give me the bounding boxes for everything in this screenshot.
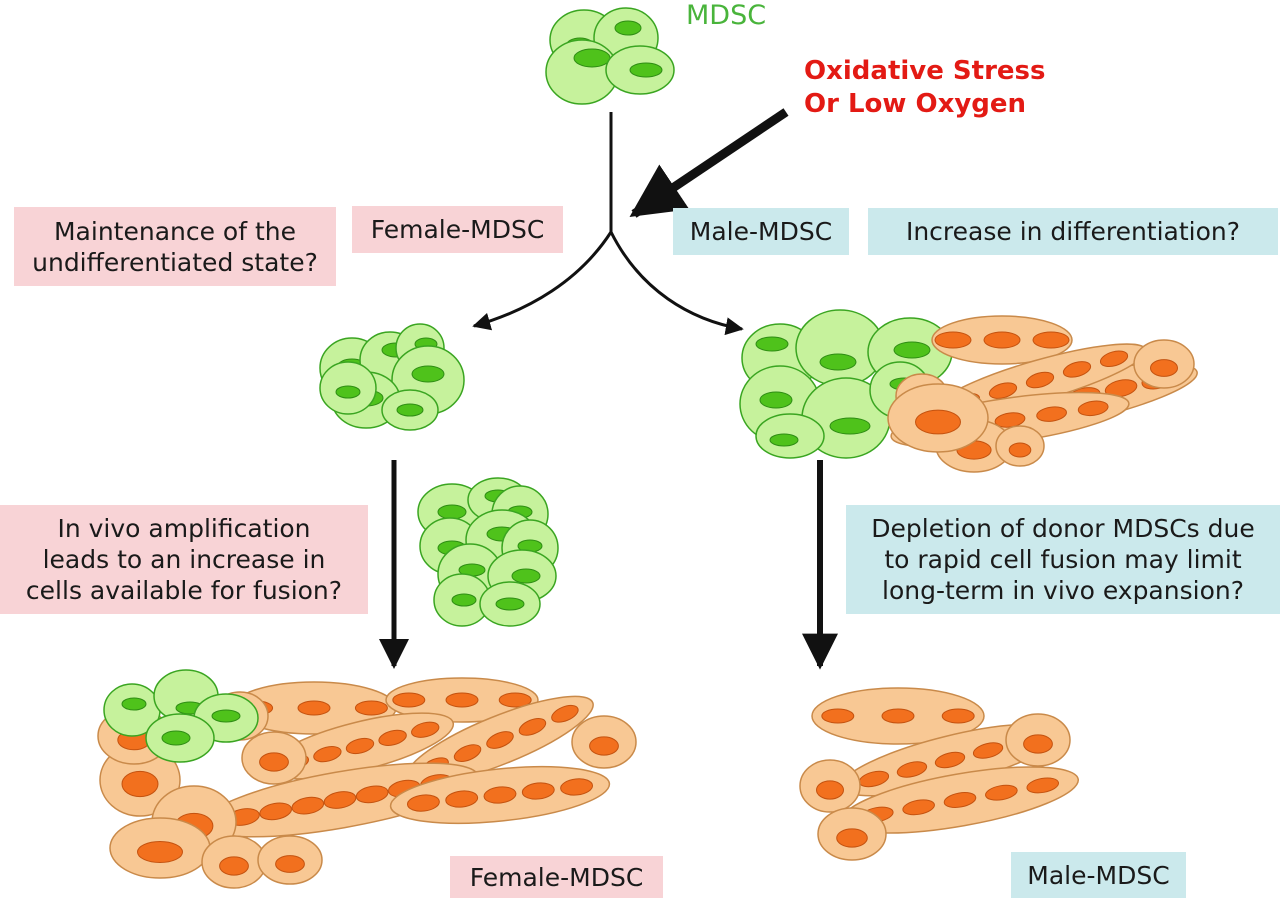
female-branch-arrow xyxy=(472,231,613,331)
amplification-line-2: leads to an increase in xyxy=(42,545,326,574)
amplification-line-3: cells available for fusion? xyxy=(25,576,343,605)
male-muscle-fiber xyxy=(931,315,1073,365)
male-muscle-fiber xyxy=(933,343,1147,417)
female-muscle-fiber xyxy=(201,762,479,838)
male-branch-label: Male-MDSC xyxy=(673,208,849,255)
female-round-cell xyxy=(241,731,307,785)
maintenance-line-2: undifferentiated state? xyxy=(32,247,318,277)
maintenance-question: Maintenance of the undifferentiated stat… xyxy=(14,207,336,286)
male-round-cell xyxy=(995,425,1045,467)
depletion-question: Depletion of donor MDSCs due to rapid ce… xyxy=(846,505,1280,614)
stress-line-1: Oxidative Stress xyxy=(804,56,1046,86)
male-tissue-round-cell xyxy=(1005,713,1071,767)
female-tissue-stem-cell xyxy=(103,683,161,737)
female-round-cell xyxy=(109,817,211,879)
female-muscle-fiber xyxy=(389,765,611,825)
mdsc-title: MDSC xyxy=(686,0,767,31)
mdsc-cell xyxy=(545,39,619,105)
amplified-stem-cell xyxy=(479,581,541,627)
male-round-cell xyxy=(1133,339,1195,389)
male-round-cell xyxy=(887,383,989,453)
male-stem-cell xyxy=(795,309,885,387)
male-tissue-round-cell xyxy=(817,807,887,861)
depletion-line-2: to rapid cell fusion may limit xyxy=(884,545,1242,574)
differentiation-question: Increase in differentiation? xyxy=(868,208,1278,255)
male-tissue-fiber xyxy=(811,687,985,745)
depletion-line-3: long-term in vivo expansion? xyxy=(882,576,1244,605)
female-bottom-label: Female-MDSC xyxy=(450,856,663,898)
female-round-cell xyxy=(201,835,267,889)
female-round-cell xyxy=(257,835,323,885)
female-tissue-stem-cell xyxy=(145,713,215,763)
male-bottom-label: Male-MDSC xyxy=(1011,852,1186,898)
female-branch-label: Female-MDSC xyxy=(352,206,563,253)
male-stem-cell xyxy=(755,413,825,459)
female-muscle-fiber xyxy=(385,677,539,723)
male-branch-arrow xyxy=(609,231,744,336)
amplification-question: In vivo amplification leads to an increa… xyxy=(0,505,368,614)
maintenance-line-1: Maintenance of the xyxy=(53,216,297,246)
mdsc-cell xyxy=(605,45,675,95)
male-tissue-round-cell xyxy=(799,759,861,813)
female-stem-cell xyxy=(319,361,377,415)
amplification-line-1: In vivo amplification xyxy=(57,514,311,543)
female-round-cell xyxy=(571,715,637,769)
stress-arrow xyxy=(629,108,789,218)
stress-label: Oxidative Stress Or Low Oxygen xyxy=(804,55,1045,121)
stress-line-2: Or Low Oxygen xyxy=(804,89,1027,119)
depletion-line-1: Depletion of donor MDSCs due xyxy=(871,514,1255,543)
female-stem-cell xyxy=(381,389,439,431)
